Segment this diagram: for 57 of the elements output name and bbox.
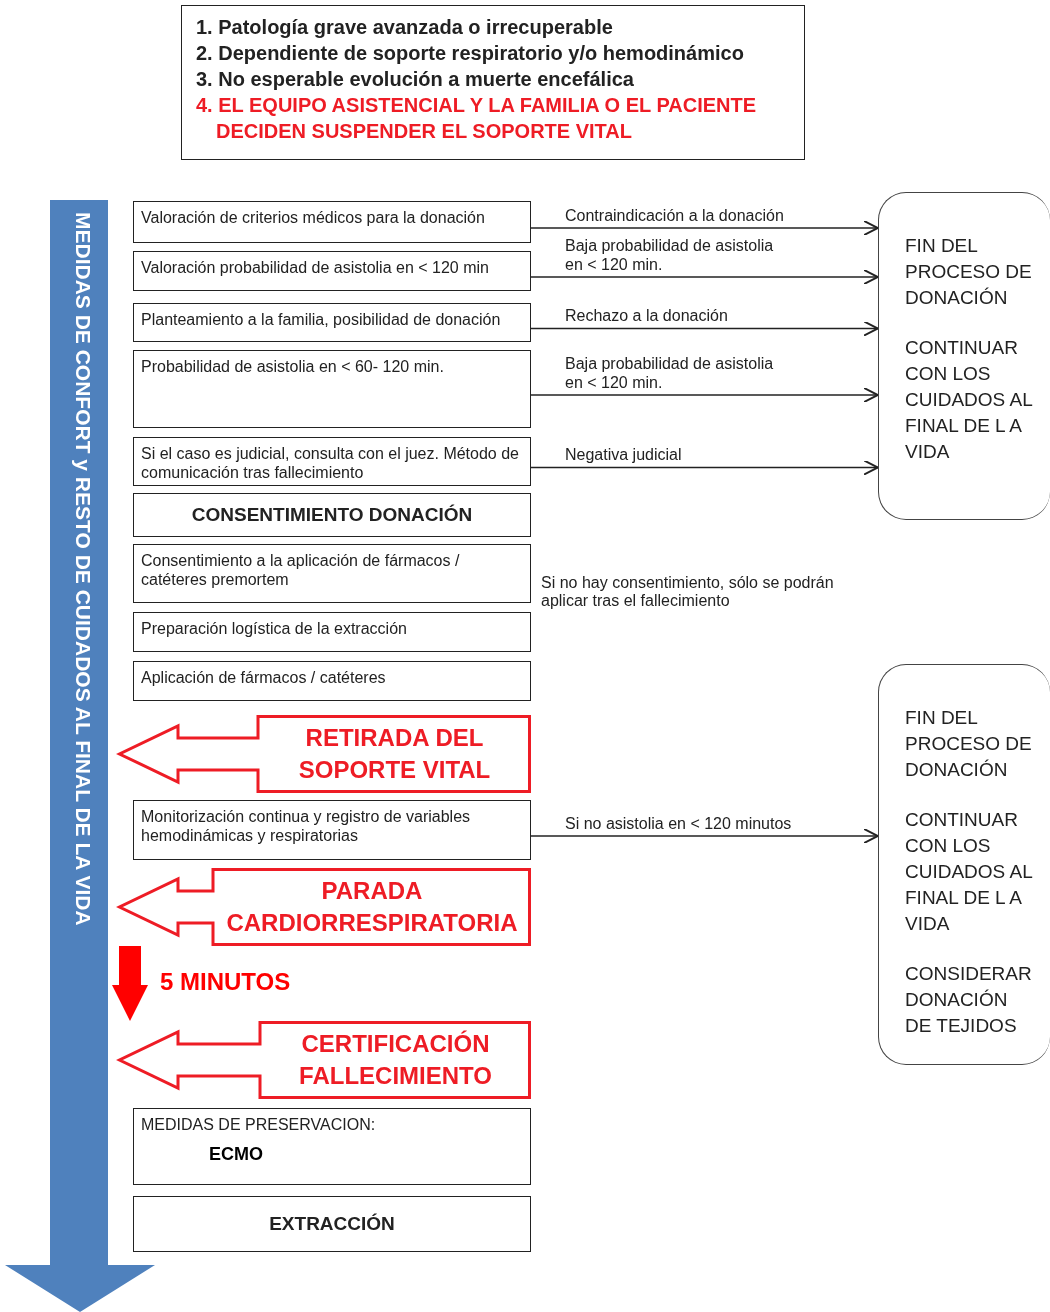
box-text: EXTRACCIÓN (269, 1212, 395, 1236)
box-text: Si el caso es judicial, consulta con el juez. Método de comunicación tras fallecimiento (141, 444, 520, 483)
process-box (133, 1196, 531, 1252)
process-box (133, 350, 531, 428)
process-box (133, 437, 531, 486)
arrow-text: MEDIDAS DE CONFORT y RESTO DE CUIDADOS AL FINAL DE LA VIDA (71, 212, 95, 926)
callout-arrow (118, 1021, 531, 1099)
box-text: Monitorización continua y registro de variables hemodinámicas y respiratorias (141, 807, 472, 846)
arrow (530, 459, 879, 476)
edge-label: Baja probabilidad de asistolia en < 120 min. (565, 237, 775, 274)
edge-label: Si no asistolia en < 120 minutos (565, 814, 793, 833)
box-text: Valoración de criterios médicos para la donación (141, 208, 486, 228)
criteria-item: 1. Patología grave avanzada o irrecuperable (196, 15, 614, 40)
callout-text: RETIRADA DEL SOPORTE VITAL (297, 722, 492, 785)
criteria-item: 2. Dependiente de soporte respiratorio y/o hemodinámico (196, 41, 745, 66)
end-text: FIN DEL PROCESO DE DONACIÓN (905, 234, 1033, 311)
arrow (530, 269, 879, 285)
edge-label: 5 MINUTOS (160, 967, 291, 996)
process-box (133, 493, 531, 537)
arrow (530, 828, 879, 844)
box-text: Aplicación de fármacos / catéteres (141, 668, 387, 688)
process-box (133, 201, 531, 243)
edge-label: Rechazo a la donación (565, 307, 729, 326)
end-text: CONTINUAR CON LOS CUIDADOS AL FINAL DE L A VIDA (905, 808, 1034, 937)
callout-text: CERTIFICACIÓN FALLECIMIENTO (298, 1028, 493, 1091)
end-text: CONSIDERAR DONACIÓN DE TEJIDOS (905, 962, 1033, 1039)
callout-arrow (118, 868, 531, 946)
criteria-item: 4. EL EQUIPO ASISTENCIAL Y LA FAMILIA O EL PACIENTE DECIDEN SUSPENDER EL SOPORTE VITAL (196, 93, 758, 144)
box-text: Consentimiento a la aplicación de fármacos / catéteres premortem (141, 551, 461, 590)
process-box (133, 544, 531, 603)
box-text: Preparación logística de la extracción (141, 619, 408, 639)
box-text: Planteamiento a la familia, posibilidad de donación (141, 310, 502, 330)
process-box (133, 1108, 531, 1185)
edge-label: Contraindicación a la donación (565, 206, 785, 225)
process-box (133, 303, 531, 342)
box-text: Valoración probabilidad de asistolia en < 120 min (141, 258, 490, 278)
edge-label: Negativa judicial (565, 446, 683, 465)
process-box (133, 661, 531, 701)
end-text: CONTINUAR CON LOS CUIDADOS AL FINAL DE L A VIDA (905, 336, 1034, 465)
arrow (530, 320, 879, 337)
callout-arrow (118, 715, 531, 793)
arrow (530, 387, 879, 403)
process-box (133, 251, 531, 291)
arrow (530, 220, 879, 236)
box-text: MEDIDAS DE PRESERVACION: (141, 1115, 377, 1135)
criteria-item: 3. No esperable evolución a muerte encefálica (196, 67, 635, 92)
box-text: Probabilidad de asistolia en < 60- 120 min. (141, 357, 445, 377)
note-text: Si no hay consentimiento, sólo se podrán aplicar tras el fallecimiento (541, 574, 835, 611)
process-box (133, 800, 531, 860)
edge-label: Baja probabilidad de asistolia en < 120 min. (565, 355, 775, 392)
end-text: FIN DEL PROCESO DE DONACIÓN (905, 706, 1033, 783)
arrow (112, 946, 148, 1021)
box-text: CONSENTIMIENTO DONACIÓN (191, 503, 473, 527)
criteria-box (181, 5, 805, 160)
box-text: ECMO (209, 1144, 264, 1166)
process-box (133, 612, 531, 652)
callout-text: PARADA CARDIORRESPIRATORIA (225, 875, 519, 938)
